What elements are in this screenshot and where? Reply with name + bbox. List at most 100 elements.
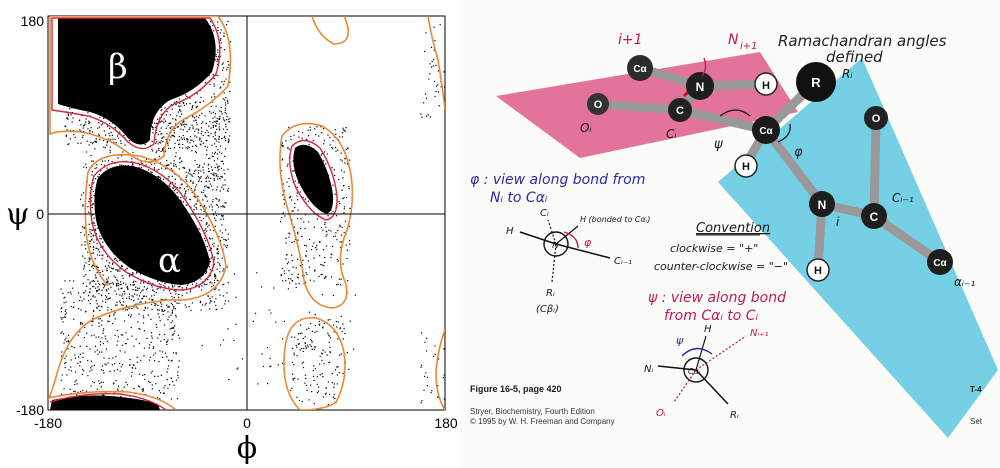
scatter-dot: [171, 334, 173, 336]
scatter-dot: [331, 245, 334, 247]
scatter-dot: [146, 287, 148, 289]
scatter-dot: [106, 278, 108, 280]
scatter-dot: [171, 311, 173, 313]
scatter-dot: [155, 126, 157, 128]
scatter-dot: [131, 367, 133, 369]
scatter-dot: [222, 205, 224, 207]
scatter-dot: [92, 246, 95, 248]
scatter-dot: [182, 134, 184, 137]
scatter-dot: [94, 228, 96, 230]
scatter-dot: [195, 169, 197, 171]
scatter-dot: [193, 117, 196, 119]
scatter-dot: [321, 359, 323, 361]
scatter-dot: [313, 226, 315, 228]
scatter-dot: [142, 388, 144, 390]
diagram-title-line2: defined: [826, 48, 883, 66]
scatter-dot: [313, 365, 315, 367]
scatter-dot: [308, 221, 310, 223]
scatter-dot: [332, 294, 334, 297]
scatter-dot: [195, 101, 197, 103]
scatter-dot: [144, 306, 146, 308]
scatter-dot: [185, 204, 187, 206]
scatter-dot: [222, 117, 224, 119]
scatter-dot: [308, 399, 310, 401]
scatter-dot: [148, 280, 150, 283]
scatter-dot: [141, 162, 143, 164]
scatter-dot: [295, 283, 297, 285]
scatter-dot: [149, 344, 151, 346]
scatter-dot: [151, 388, 153, 390]
scatter-dot: [152, 127, 154, 129]
scatter-dot: [305, 272, 307, 274]
scatter-dot: [204, 115, 206, 117]
scatter-dot: [83, 268, 85, 270]
scatter-dot: [117, 269, 119, 271]
scatter-dot: [299, 333, 301, 335]
scatter-dot: [82, 204, 84, 206]
scatter-dot: [205, 178, 207, 180]
scatter-dot: [172, 118, 174, 120]
scatter-dot: [103, 164, 105, 166]
scatter-dot: [318, 135, 320, 137]
scatter-dot: [88, 120, 90, 122]
scatter-dot: [144, 301, 147, 303]
scatter-dot: [314, 270, 316, 272]
scatter-dot: [162, 120, 164, 122]
scatter-dot: [195, 144, 197, 146]
scatter-dot: [82, 356, 84, 358]
scatter-dot: [169, 328, 171, 330]
scatter-dot: [82, 135, 84, 137]
scatter-dot: [294, 207, 296, 209]
scatter-dot: [222, 270, 224, 272]
scatter-dot: [73, 346, 75, 349]
scatter-dot: [341, 160, 343, 162]
scatter-dot: [207, 177, 210, 179]
scatter-dot: [179, 162, 181, 164]
scatter-dot: [199, 300, 202, 302]
scatter-dot: [212, 117, 214, 119]
scatter-dot: [213, 83, 215, 85]
scatter-dot: [212, 25, 214, 27]
scatter-dot: [222, 160, 224, 162]
scatter-dot: [444, 371, 445, 373]
scatter-dot: [117, 388, 119, 390]
scatter-dot: [173, 132, 176, 134]
scatter-dot: [90, 127, 92, 129]
scatter-dot: [160, 150, 162, 152]
scatter-dot: [94, 274, 97, 276]
scatter-dot: [158, 155, 161, 158]
scatter-dot: [99, 116, 101, 118]
scatter-dot: [170, 314, 172, 316]
scatter-dot: [280, 275, 282, 277]
scatter-dot: [82, 352, 84, 354]
scatter-dot: [311, 245, 314, 247]
scatter-dot: [159, 162, 162, 164]
scatter-dot: [104, 363, 106, 365]
scatter-dot: [91, 143, 94, 145]
scatter-dot: [209, 261, 211, 263]
tick-phi-180: 180: [434, 415, 458, 431]
scatter-dot: [434, 40, 436, 42]
scatter-dot: [289, 233, 291, 235]
scatter-dot: [433, 49, 435, 51]
scatter-dot: [311, 348, 313, 350]
scatter-dot: [173, 163, 175, 165]
scatter-dot: [189, 103, 191, 105]
scatter-dot: [273, 287, 275, 289]
scatter-dot: [330, 256, 332, 259]
scatter-dot: [207, 295, 209, 298]
newman1-label-ri: Rᵢ: [546, 288, 555, 299]
scatter-dot: [159, 334, 161, 336]
phi-rotation-arrow: [777, 123, 791, 143]
scatter-dot: [119, 131, 121, 133]
scatter-dot: [84, 244, 86, 246]
scatter-dot: [349, 207, 351, 209]
scatter-dot: [213, 93, 215, 95]
scatter-dot: [106, 256, 109, 258]
scatter-dot: [210, 127, 212, 129]
phi-definition-line1: φ : view along bond from: [470, 172, 645, 188]
scatter-dot: [102, 300, 104, 302]
scatter-dot: [152, 132, 154, 134]
scatter-dot: [88, 211, 90, 213]
scatter-dot: [105, 364, 107, 366]
